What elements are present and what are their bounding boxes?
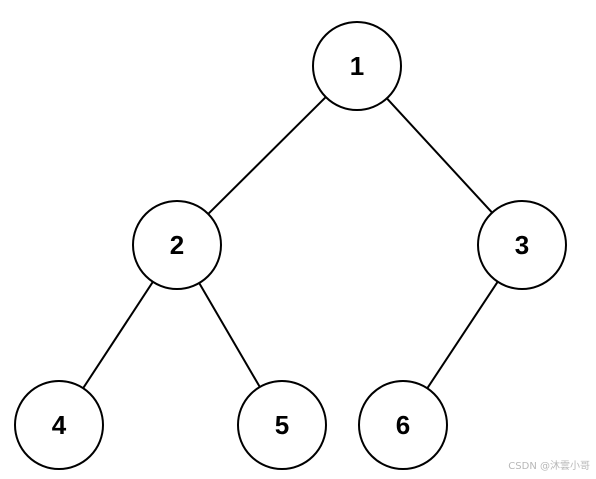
- edge-n1-n3: [386, 97, 493, 214]
- node-label: 5: [275, 410, 289, 440]
- edge-n1-n2: [207, 96, 327, 215]
- tree-node-6: 6: [358, 380, 448, 470]
- edge-n2-n4: [82, 281, 154, 389]
- tree-node-3: 3: [477, 200, 567, 290]
- edge-n3-n6: [426, 281, 499, 389]
- node-circle: [358, 380, 448, 470]
- nodes: 1 2 3 4 5 6: [14, 21, 567, 470]
- tree-node-5: 5: [237, 380, 327, 470]
- node-circle: [14, 380, 104, 470]
- node-label: 3: [515, 230, 529, 260]
- edges: [82, 96, 499, 389]
- node-label: 4: [52, 410, 67, 440]
- node-circle: [312, 21, 402, 111]
- node-label: 1: [350, 51, 364, 81]
- watermark: CSDN @沐雲小哥: [508, 461, 590, 472]
- tree-node-2: 2: [132, 200, 222, 290]
- node-label: 6: [396, 410, 410, 440]
- node-label: 2: [170, 230, 184, 260]
- node-circle: [237, 380, 327, 470]
- tree-node-4: 4: [14, 380, 104, 470]
- edge-n2-n5: [198, 282, 261, 388]
- node-circle: [132, 200, 222, 290]
- node-circle: [477, 200, 567, 290]
- tree-node-1: 1: [312, 21, 402, 111]
